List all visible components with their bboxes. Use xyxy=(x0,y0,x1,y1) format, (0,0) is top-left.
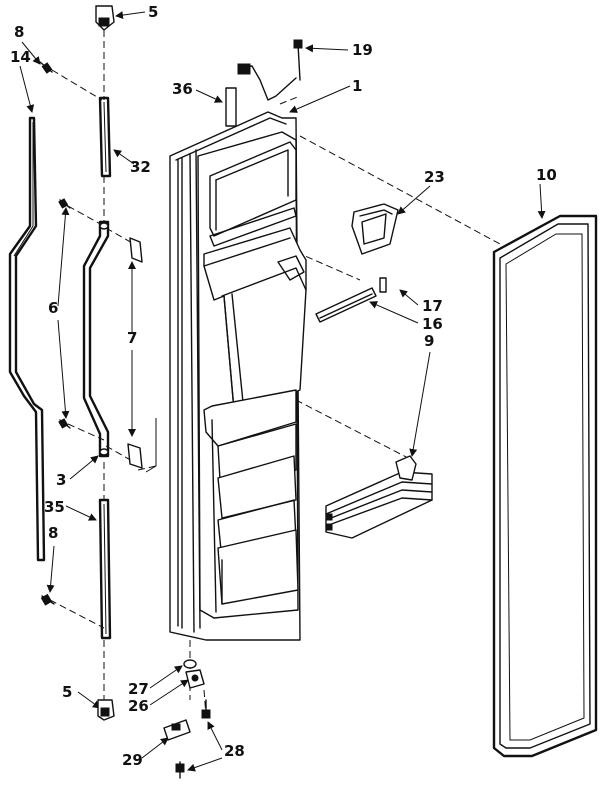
label-36: 36 xyxy=(172,80,193,98)
label-5-top: 5 xyxy=(148,3,158,21)
screw-28-upper xyxy=(201,699,211,719)
label-9: 9 xyxy=(424,332,434,350)
label-8-bottom: 8 xyxy=(48,524,58,542)
handle-trim-strip xyxy=(8,116,46,562)
clip-7-bottom xyxy=(127,443,143,469)
door-lower-shelf-3 xyxy=(217,529,299,605)
hinge-pin-36 xyxy=(225,87,237,127)
label-28: 28 xyxy=(224,742,245,760)
lower-handle-bracket xyxy=(98,498,112,640)
freezer-door xyxy=(169,39,307,641)
door-lower-shelf-2 xyxy=(217,455,297,519)
label-1: 1 xyxy=(352,77,362,95)
label-17: 17 xyxy=(422,297,443,315)
label-32: 32 xyxy=(130,158,151,176)
upper-handle-bracket xyxy=(98,96,112,178)
label-16: 16 xyxy=(422,315,443,333)
leader-lines xyxy=(19,11,546,772)
door-handle xyxy=(82,220,110,458)
door-bar-16-17 xyxy=(315,277,387,323)
screw-8-top xyxy=(39,61,53,74)
screw-8-bottom xyxy=(40,593,55,606)
alignment-lines xyxy=(49,30,501,717)
clip-7-top xyxy=(129,237,143,263)
label-26: 26 xyxy=(128,697,149,715)
label-8-top: 8 xyxy=(14,23,24,41)
label-19: 19 xyxy=(352,41,373,59)
door-upper-shelf xyxy=(209,141,297,237)
label-6: 6 xyxy=(48,299,58,317)
ice-chute-door xyxy=(351,203,399,255)
door-gasket xyxy=(492,214,598,758)
screw-6-top xyxy=(58,198,71,209)
screw-6-bottom xyxy=(58,418,71,429)
label-35: 35 xyxy=(44,498,65,516)
label-14: 14 xyxy=(10,48,31,66)
washer-27 xyxy=(183,659,197,669)
door-bar-clip xyxy=(379,277,387,293)
bottom-hinge-parts xyxy=(163,659,211,779)
door-lower-shelf-1 xyxy=(203,389,297,447)
callout-labels: 5 19 8 14 36 1 32 23 10 6 7 17 16 9 3 35… xyxy=(10,3,557,769)
handle-assembly xyxy=(8,5,157,721)
label-29: 29 xyxy=(122,751,143,769)
label-23: 23 xyxy=(424,168,445,186)
label-7: 7 xyxy=(127,329,137,347)
label-3: 3 xyxy=(56,471,66,489)
screw-28-lower xyxy=(175,761,185,779)
label-10: 10 xyxy=(536,166,557,184)
shelf-assembly-9 xyxy=(325,455,433,539)
label-5-bottom: 5 xyxy=(62,683,72,701)
label-27: 27 xyxy=(128,680,149,698)
